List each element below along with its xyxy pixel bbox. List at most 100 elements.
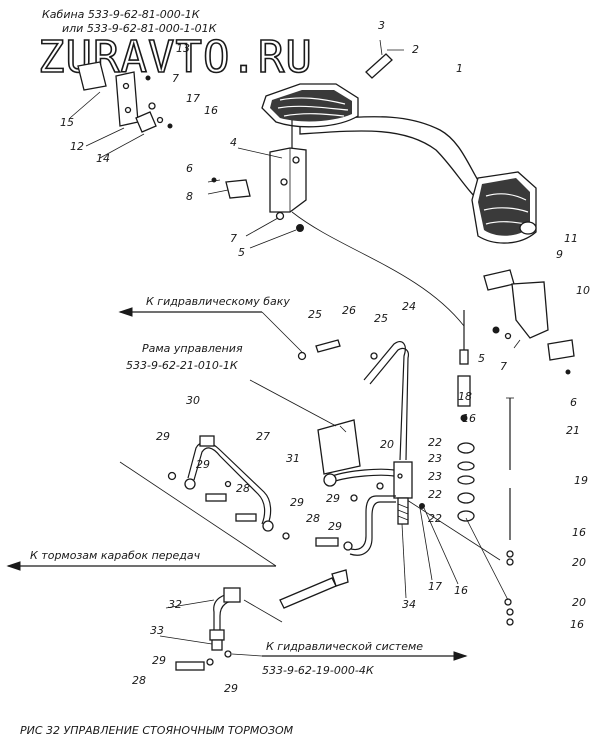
brake-pedal-lever <box>261 83 537 244</box>
part-label-7c: 7 <box>500 360 507 373</box>
part-label-29b: 29 <box>196 458 210 471</box>
pivot-pin <box>365 39 404 79</box>
washer-16d <box>506 608 514 616</box>
part-label-29e: 29 <box>328 520 342 533</box>
to-hydraulic-system-label: К гидравлической системе <box>266 640 423 653</box>
part-label-22b: 22 <box>428 488 442 501</box>
cabin-ref-line-1: Кабина 533-9-62-81-000-1К <box>42 8 201 21</box>
bolt-28b <box>315 537 339 547</box>
fitting-26 <box>297 339 341 361</box>
part-label-3: 3 <box>378 19 385 32</box>
pipe-31 <box>331 468 395 477</box>
pipe-27 <box>167 435 290 540</box>
part-label-21: 21 <box>566 424 580 437</box>
part-label-13: 13 <box>176 42 190 55</box>
washer-7 <box>275 211 285 221</box>
hydraulic-hose-24 <box>363 341 409 461</box>
part-label-5b: 5 <box>478 352 485 365</box>
pipe-down <box>347 495 396 551</box>
part-label-32: 32 <box>168 598 182 611</box>
part-label-26: 26 <box>342 304 356 317</box>
part-label-7a: 7 <box>172 72 179 85</box>
hydraulic-system-ref-label: 533-9-62-19-000-4К <box>262 664 375 677</box>
part-label-7b: 7 <box>230 232 237 245</box>
valve-block <box>393 461 425 525</box>
part-label-14: 14 <box>96 152 110 165</box>
fitting-31 <box>323 473 337 487</box>
part-label-33: 33 <box>150 624 164 637</box>
to-hydraulic-tank-label: К гидравлическому баку <box>146 295 290 308</box>
rod-21 <box>506 397 514 470</box>
arrow-to-hydraulic-tank <box>118 307 303 353</box>
part-label-28a: 28 <box>236 482 250 495</box>
to-gearbox-brakes-label: К тормозам карабок передач <box>30 549 201 562</box>
washer-29f <box>206 658 214 666</box>
part-label-20a: 20 <box>380 438 394 451</box>
arrow-to-gearbox-brakes <box>6 461 277 571</box>
washer-20a <box>376 482 384 490</box>
adjusting-rod <box>457 310 475 522</box>
cabin-bracket <box>69 61 173 159</box>
part-label-15: 15 <box>60 116 74 129</box>
control-frame-label-2: 533-9-62-21-010-1К <box>126 359 239 372</box>
part-label-20c: 20 <box>572 596 586 609</box>
control-frame-label-1: Рама управления <box>142 342 243 355</box>
part-label-31: 31 <box>286 452 300 465</box>
leader-17b <box>419 507 433 581</box>
part-label-22a: 22 <box>428 436 442 449</box>
part-label-6b: 6 <box>570 396 577 409</box>
washer-16e <box>506 618 514 626</box>
washer-29g <box>224 650 232 658</box>
cabin-ref-line-2: или 533-9-62-81-000-1-01К <box>62 22 218 35</box>
part-label-28b: 28 <box>306 512 320 525</box>
washer-16b <box>506 550 514 558</box>
leader-32 <box>165 599 215 609</box>
part-label-5a: 5 <box>238 246 245 259</box>
part-label-16e: 16 <box>570 618 584 631</box>
part-label-16b: 16 <box>462 412 476 425</box>
part-label-34: 34 <box>402 598 416 611</box>
part-label-22c: 22 <box>428 512 442 525</box>
part-label-17b: 17 <box>428 580 442 593</box>
part-label-2: 2 <box>412 43 419 56</box>
figure-caption: РИС 32 УПРАВЛЕНИЕ СТОЯНОЧНЫМ ТОРМОЗОМ <box>20 724 294 737</box>
mount-plate <box>207 177 251 199</box>
part-label-8: 8 <box>186 190 193 203</box>
part-label-1: 1 <box>456 62 463 75</box>
washer-29e <box>343 541 353 551</box>
part-label-10: 10 <box>576 284 590 297</box>
pipe-down-b <box>349 501 396 556</box>
part-label-11: 11 <box>564 232 578 245</box>
part-label-29a: 29 <box>156 430 170 443</box>
hose-32 <box>209 569 349 651</box>
part-label-29g: 29 <box>224 682 238 695</box>
part-label-27: 27 <box>256 430 270 443</box>
part-label-29f: 29 <box>152 654 166 667</box>
right-bracket <box>483 269 575 375</box>
washer-29d <box>350 494 358 502</box>
part-label-16a: 16 <box>204 104 218 117</box>
part-label-28c: 28 <box>132 674 146 687</box>
washer-20b <box>506 558 514 566</box>
leader-line <box>403 497 501 561</box>
part-label-16c: 16 <box>454 584 468 597</box>
part-label-29c: 29 <box>290 496 304 509</box>
part-label-30: 30 <box>186 394 200 407</box>
leader-34 <box>401 523 407 599</box>
part-label-12: 12 <box>70 140 84 153</box>
control-frame <box>249 379 361 475</box>
part-label-23b: 23 <box>428 470 442 483</box>
part-label-6a: 6 <box>186 162 193 175</box>
leader-33 <box>159 635 213 645</box>
brake-cable <box>291 211 465 327</box>
leader-16c <box>423 507 459 585</box>
part-label-23a: 23 <box>428 452 442 465</box>
leader-line-2 <box>465 517 509 601</box>
arrow-to-hydraulic-system <box>231 651 468 661</box>
bolt-28c <box>175 661 205 671</box>
washer-20c <box>504 598 512 606</box>
pipe-31-b <box>331 474 395 483</box>
part-label-29d: 29 <box>326 492 340 505</box>
part-label-18: 18 <box>458 390 472 403</box>
